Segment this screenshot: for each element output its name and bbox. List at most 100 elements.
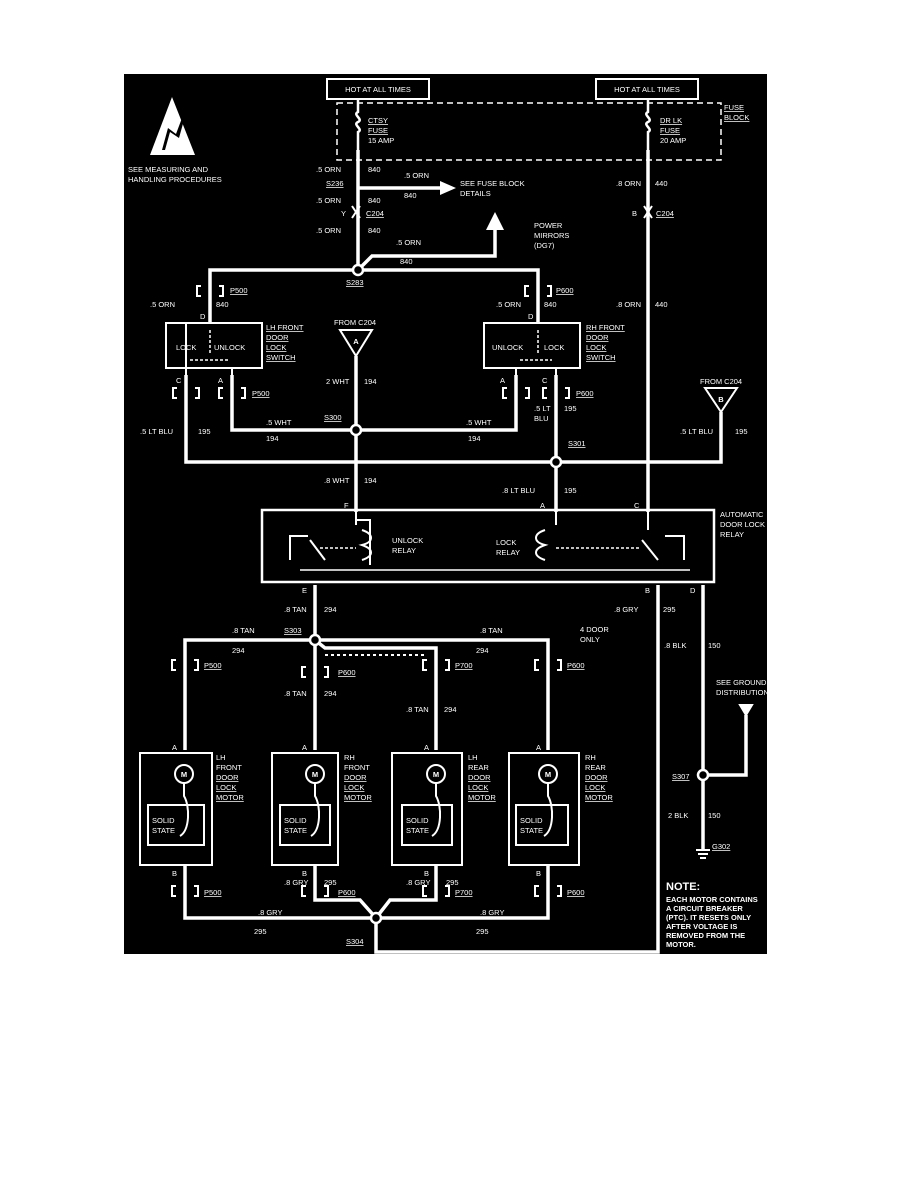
svg-text:.8 TAN: .8 TAN bbox=[284, 689, 307, 698]
svg-text:.5 ORN: .5 ORN bbox=[316, 196, 341, 205]
svg-text:LOCK: LOCK bbox=[544, 343, 564, 352]
svg-text:.8 TAN: .8 TAN bbox=[284, 605, 307, 614]
ctsy-fuse-label-2: FUSE bbox=[368, 126, 388, 135]
splice-dots bbox=[308, 263, 710, 925]
from-c204-a-label: FROM C204 bbox=[334, 318, 376, 327]
svg-text:STATE: STATE bbox=[284, 826, 307, 835]
svg-text:A: A bbox=[540, 501, 545, 510]
svg-text:295: 295 bbox=[476, 927, 489, 936]
svg-text:LOCK: LOCK bbox=[176, 343, 196, 352]
svg-text:.8 LT BLU: .8 LT BLU bbox=[502, 486, 535, 495]
svg-text:P500: P500 bbox=[204, 888, 222, 897]
svg-text:REAR: REAR bbox=[468, 763, 489, 772]
svg-text:C: C bbox=[542, 376, 548, 385]
svg-text:A: A bbox=[302, 743, 307, 752]
lh-front-door-lock-switch: LOCK UNLOCK bbox=[165, 322, 263, 375]
svg-text:.5 WHT: .5 WHT bbox=[466, 418, 492, 427]
rh-front-door-lock-motor: M SOLID STATE bbox=[271, 752, 339, 866]
splice-s303 bbox=[308, 633, 322, 647]
svg-text:294: 294 bbox=[232, 646, 245, 655]
svg-text:S301: S301 bbox=[568, 439, 586, 448]
svg-text:.5 WHT: .5 WHT bbox=[266, 418, 292, 427]
splice-s307 bbox=[696, 768, 710, 782]
svg-text:195: 195 bbox=[564, 486, 577, 495]
svg-text:DETAILS: DETAILS bbox=[460, 189, 491, 198]
svg-text:A CIRCUIT BREAKER: A CIRCUIT BREAKER bbox=[666, 904, 743, 913]
svg-text:194: 194 bbox=[468, 434, 481, 443]
svg-text:295: 295 bbox=[446, 878, 459, 887]
drlk-fuse-label: DR LK bbox=[660, 116, 682, 125]
svg-text:MOTOR.: MOTOR. bbox=[666, 940, 696, 949]
lh-switch-name-1: LH FRONT bbox=[266, 323, 304, 332]
svg-text:.8 TAN: .8 TAN bbox=[232, 626, 255, 635]
svg-text:840: 840 bbox=[368, 196, 381, 205]
svg-text:C204: C204 bbox=[366, 209, 384, 218]
svg-text:(DG7): (DG7) bbox=[534, 241, 555, 250]
drlk-fuse-amp: 20 AMP bbox=[660, 136, 686, 145]
svg-text:HOT AT ALL TIMES: HOT AT ALL TIMES bbox=[614, 85, 680, 94]
svg-text:A: A bbox=[353, 337, 359, 346]
svg-text:840: 840 bbox=[368, 226, 381, 235]
svg-text:B: B bbox=[632, 209, 637, 218]
svg-text:MOTOR: MOTOR bbox=[216, 793, 244, 802]
svg-text:195: 195 bbox=[198, 427, 211, 436]
svg-text:A: A bbox=[172, 743, 177, 752]
fuse-block-label-2: BLOCK bbox=[724, 113, 749, 122]
svg-text:P500: P500 bbox=[230, 286, 248, 295]
svg-text:EACH MOTOR CONTAINS: EACH MOTOR CONTAINS bbox=[666, 895, 758, 904]
svg-text:LOCK: LOCK bbox=[585, 783, 605, 792]
svg-text:P700: P700 bbox=[455, 888, 473, 897]
svg-text:DOOR: DOOR bbox=[216, 773, 239, 782]
svg-text:150: 150 bbox=[708, 641, 721, 650]
svg-text:D: D bbox=[200, 312, 206, 321]
svg-text:SOLID: SOLID bbox=[152, 816, 175, 825]
lh-rear-motor-name: LH REAR DOOR LOCK MOTOR bbox=[468, 753, 496, 802]
svg-text:A: A bbox=[218, 376, 223, 385]
svg-text:840: 840 bbox=[404, 191, 417, 200]
svg-text:440: 440 bbox=[655, 300, 668, 309]
svg-text:A: A bbox=[424, 743, 429, 752]
svg-text:S300: S300 bbox=[324, 413, 342, 422]
svg-text:440: 440 bbox=[655, 179, 668, 188]
svg-text:B: B bbox=[718, 395, 724, 404]
diagram-panel bbox=[124, 74, 767, 954]
svg-text:NOTE:: NOTE: bbox=[666, 881, 700, 893]
svg-text:LOCK: LOCK bbox=[468, 783, 488, 792]
power-mirrors-arrow bbox=[486, 212, 504, 230]
splice-s301 bbox=[549, 455, 563, 469]
svg-text:P600: P600 bbox=[576, 389, 594, 398]
svg-text:SOLID: SOLID bbox=[406, 816, 429, 825]
svg-text:2 BLK: 2 BLK bbox=[668, 811, 688, 820]
svg-text:SEE GROUND: SEE GROUND bbox=[716, 678, 767, 687]
svg-text:.8 GRY: .8 GRY bbox=[614, 605, 638, 614]
rh-switch-name-2: DOOR bbox=[586, 333, 609, 342]
svg-text:S303: S303 bbox=[284, 626, 302, 635]
lh-switch-name-2: DOOR bbox=[266, 333, 289, 342]
svg-text:LOCK: LOCK bbox=[496, 538, 516, 547]
svg-text:M: M bbox=[312, 770, 318, 779]
svg-text:S236: S236 bbox=[326, 179, 344, 188]
svg-text:S304: S304 bbox=[346, 937, 364, 946]
svg-text:RH: RH bbox=[344, 753, 355, 762]
svg-text:D: D bbox=[528, 312, 534, 321]
svg-text:194: 194 bbox=[364, 476, 377, 485]
lh-front-motor-name: LH FRONT DOOR LOCK MOTOR bbox=[216, 753, 244, 802]
svg-text:D: D bbox=[690, 586, 696, 595]
fuse-block-label: FUSE bbox=[724, 103, 744, 112]
svg-text:DOOR: DOOR bbox=[585, 773, 608, 782]
svg-text:.8 GRY: .8 GRY bbox=[480, 908, 504, 917]
svg-text:.5 LT BLU: .5 LT BLU bbox=[140, 427, 173, 436]
rh-switch-name-3: LOCK bbox=[586, 343, 606, 352]
svg-text:.8 WHT: .8 WHT bbox=[324, 476, 350, 485]
rh-front-door-lock-switch: UNLOCK LOCK bbox=[483, 322, 581, 375]
svg-text:.8 GRY: .8 GRY bbox=[284, 878, 308, 887]
svg-text:DISTRIBUTION: DISTRIBUTION bbox=[716, 688, 769, 697]
svg-text:RELAY: RELAY bbox=[496, 548, 520, 557]
svg-text:.8 BLK: .8 BLK bbox=[664, 641, 687, 650]
svg-text:294: 294 bbox=[324, 605, 337, 614]
svg-text:F: F bbox=[344, 501, 349, 510]
svg-text:G302: G302 bbox=[712, 842, 730, 851]
svg-text:AFTER VOLTAGE IS: AFTER VOLTAGE IS bbox=[666, 922, 737, 931]
svg-text:STATE: STATE bbox=[406, 826, 429, 835]
